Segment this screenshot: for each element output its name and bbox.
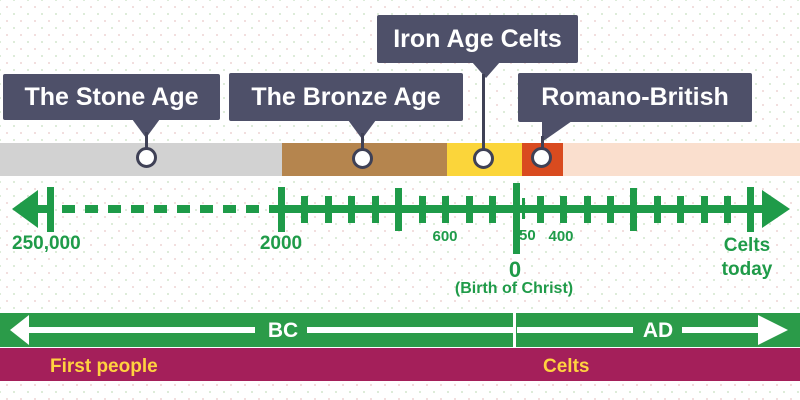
tick-mark — [394, 188, 402, 231]
tick-label-2000: 2000 — [259, 233, 303, 254]
timeline-dash — [177, 205, 190, 213]
callout-romano-british-label: Romano-British — [541, 83, 729, 111]
bc-ad-line — [682, 327, 758, 333]
tick-mark — [606, 196, 614, 223]
tick-mark — [559, 196, 567, 223]
era-segment-after-roman — [563, 143, 800, 176]
tick-mark — [418, 196, 426, 223]
callout-stem — [145, 132, 148, 150]
callout-romano-british: Romano-British — [518, 73, 752, 122]
tick-mark — [300, 196, 308, 223]
timeline-dash — [154, 205, 167, 213]
pointer-dot-icon — [352, 148, 373, 169]
timeline-arrow-right-icon — [762, 190, 790, 228]
tick-mark — [583, 196, 591, 223]
pointer-dot-icon — [136, 147, 157, 168]
tick-mark — [347, 196, 355, 223]
people-period-band — [0, 348, 800, 381]
era-band — [0, 143, 800, 176]
timeline-line — [281, 205, 763, 213]
tick-mark — [746, 187, 754, 232]
tick-label-600: 600 — [432, 228, 458, 245]
tick-mark — [46, 187, 54, 232]
bc-ad-line — [307, 327, 513, 333]
bc-label: BC — [267, 319, 299, 342]
callout-pointer-icon — [132, 119, 160, 138]
callout-pointer-icon — [348, 120, 376, 139]
tick-mark — [676, 196, 684, 223]
bc-ad-line — [517, 327, 633, 333]
tick-mark — [700, 196, 708, 223]
timeline-dash — [269, 205, 282, 213]
tick-label-250000: 250,000 — [12, 233, 81, 254]
callout-iron-age-celts: Iron Age Celts — [377, 15, 578, 63]
timeline-arrow-left-icon — [12, 190, 38, 228]
timeline-dash — [131, 205, 144, 213]
tick-mark — [277, 187, 285, 232]
callout-pointer-icon — [542, 121, 572, 142]
callout-stone-age-label: The Stone Age — [24, 82, 199, 111]
callout-pointer-icon — [472, 62, 500, 78]
callout-stem — [482, 74, 485, 151]
tick-label-celts-today-line1: Celts — [723, 235, 771, 256]
tick-label-zero: 0 — [508, 257, 522, 282]
pointer-dot-icon — [473, 148, 494, 169]
timeline-dash — [223, 205, 236, 213]
tick-mark — [324, 196, 332, 223]
timeline-dash — [108, 205, 121, 213]
callout-stone-age: The Stone Age — [3, 74, 220, 120]
tick-mark — [653, 196, 661, 223]
tick-label-celts-today: Celts today — [697, 234, 797, 282]
tick-label-400: 400 — [548, 228, 574, 245]
tick-mark — [629, 188, 637, 231]
callout-iron-age-celts-label: Iron Age Celts — [393, 24, 562, 53]
tick-label-50: 50 — [519, 227, 536, 244]
tick-mark — [723, 196, 731, 223]
tick-label-celts-today-line2: today — [721, 259, 773, 280]
bc-ad-line — [28, 327, 255, 333]
tick-mark — [371, 196, 379, 223]
tick-label-birth-of-christ: (Birth of Christ) — [454, 280, 574, 297]
callout-bronze-age: The Bronze Age — [229, 73, 463, 121]
celts-label: Celts — [543, 356, 590, 377]
tick-mark — [441, 196, 449, 223]
tick-mark — [465, 196, 473, 223]
bc-arrow-left-icon — [10, 315, 29, 345]
callout-bronze-age-label: The Bronze Age — [251, 82, 441, 111]
first-people-label: First people — [50, 356, 158, 377]
tick-mark — [488, 196, 496, 223]
tick-mark — [521, 198, 525, 219]
tick-mark — [536, 196, 544, 223]
timeline-dash — [62, 205, 75, 213]
bc-ad-divider — [513, 313, 516, 347]
ad-arrow-right-icon — [758, 315, 788, 345]
timeline-line — [30, 205, 52, 213]
callout-stem — [361, 133, 364, 151]
timeline-dash — [200, 205, 213, 213]
ad-label: AD — [642, 319, 674, 342]
timeline-dash — [246, 205, 259, 213]
pointer-dot-icon — [531, 147, 552, 168]
timeline-dash — [85, 205, 98, 213]
callout-stem — [541, 136, 544, 150]
